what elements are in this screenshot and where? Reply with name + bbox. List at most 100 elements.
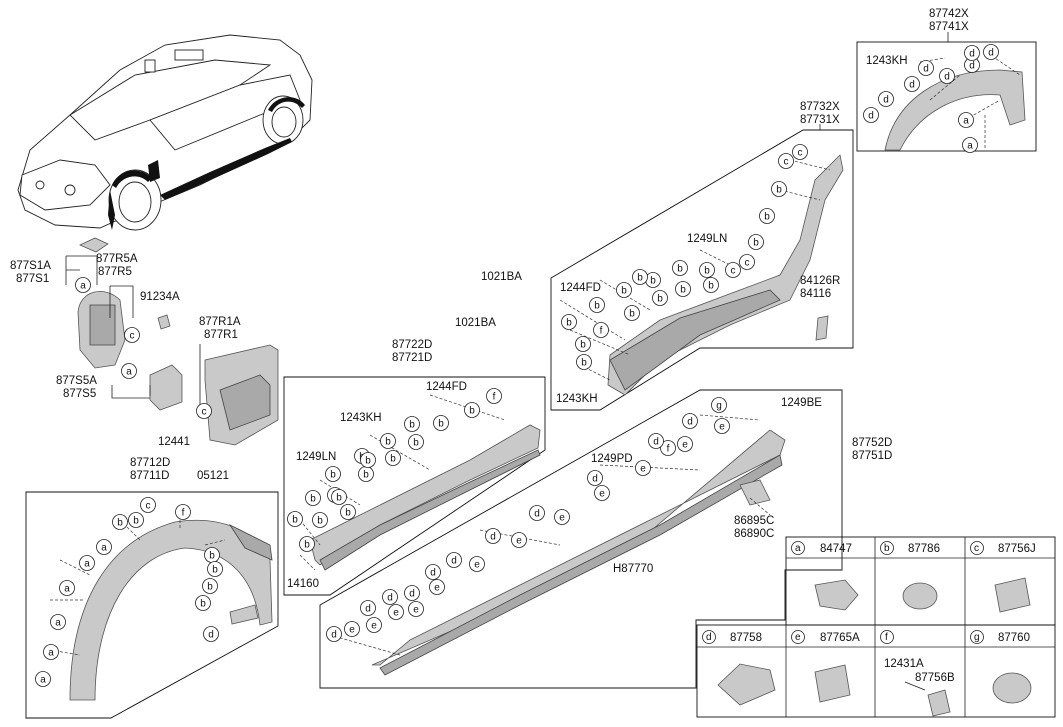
callout-circle [202,578,218,594]
callout-letter: a [40,675,46,686]
label-84116: 84116 [800,288,831,300]
callout-letter: e [393,608,399,619]
label-1249ln-center: 1249LN [296,451,336,463]
callout-letter: b [133,516,139,527]
callout-circle [672,260,688,276]
callout-circle [983,44,999,60]
callout-letter: g [716,401,722,412]
callout-circle [96,539,112,555]
callout-letter: b [629,309,635,320]
label-877s5: 877S5 [63,388,96,400]
callout-circle [486,388,502,404]
callout-letter: d [653,437,659,448]
callout-circle [632,269,648,285]
callout-circle [748,234,764,250]
callout-letter: e [719,422,725,433]
legend-letters: a b c d e f g [702,541,984,644]
callout-letter: b [336,493,342,504]
callout-letter: f [182,508,185,519]
callout-circle [326,626,342,642]
legend-g-part: 87760 [998,632,1030,644]
callout-letter: b [708,281,714,292]
callout-circle [385,450,401,466]
callout-letter: a [126,367,132,378]
callout-circle [50,614,66,630]
callout-circle [616,282,632,298]
label-87721d: 87721D [392,352,432,364]
callout-letter: d [687,417,693,428]
callout-letter: e [682,440,688,451]
callout-letter: b [581,358,587,369]
callout-circle [35,671,51,687]
svg-text:b: b [884,543,890,554]
callout-circle [43,644,59,660]
label-1243kh-top: 1243KH [866,55,908,67]
callout-letter: b [385,437,391,448]
label-12441: 12441 [158,436,190,448]
legend-b-part: 87786 [908,543,940,555]
callout-circle [939,68,955,84]
callout-letter: c [731,266,736,277]
callout-letter: f [600,326,603,337]
callout-circle [677,436,693,452]
callout-circle [408,601,424,617]
label-87732x: 87732X [800,101,840,113]
callout-circle [624,305,640,321]
label-1244fd-right: 1244FD [560,282,601,294]
callout-letter: a [55,618,61,629]
label-1021ba-upper: 1021BA [481,271,522,283]
callout-letter: b [776,185,782,196]
callout-letter: b [117,518,123,529]
callout-letter: b [637,273,643,284]
callout-letter: a [80,281,86,292]
label-1244fd-center: 1244FD [426,381,467,393]
callout-letter: e [599,489,605,500]
callout-circle [576,354,592,370]
label-877s1a: 877S1A [10,260,51,272]
callout-letter: a [963,116,969,127]
callout-letter: b [753,238,759,249]
callout-circle [561,314,577,330]
callout-letter: d [331,630,337,641]
label-1249be: 1249BE [781,397,822,409]
callout-circle [759,208,775,224]
label-87741x: 87741X [929,21,969,33]
label-87712d: 87712D [130,457,170,469]
callout-circle [682,413,698,429]
callout-letter: a [101,543,107,554]
callout-letter: b [292,515,298,526]
label-877s5a: 877S5A [56,375,97,387]
label-1249ln-right: 1249LN [687,233,727,245]
callout-letter: b [438,419,444,430]
callout-circle [433,415,449,431]
callout-letter: e [434,583,440,594]
callout-circle [203,626,219,642]
callout-circle [380,433,396,449]
callout-letter: a [967,141,973,152]
callout-circle [195,595,211,611]
legend-e-part: 87765A [820,632,860,644]
callout-letter: b [310,494,316,505]
callout-circle [79,555,95,571]
callout-circle [648,433,664,449]
bracket-parts [65,237,279,446]
callout-letter: a [84,559,90,570]
callout-circle [121,363,137,379]
callout-circle [958,112,974,128]
callout-letter: d [969,61,975,72]
callout-circle [112,514,128,530]
callout-letter: b [390,454,396,465]
callout-circle [312,512,328,528]
svg-text:c: c [974,543,979,554]
label-877r1a: 877R1A [199,316,241,328]
callout-circle [792,144,808,160]
callout-letter: d [387,593,393,604]
callout-letter: d [923,64,929,75]
label-877s1: 877S1 [16,273,49,285]
group-87712d [25,491,279,719]
callout-circle [587,470,603,486]
callout-circle [360,452,376,468]
callout-circle [714,418,730,434]
